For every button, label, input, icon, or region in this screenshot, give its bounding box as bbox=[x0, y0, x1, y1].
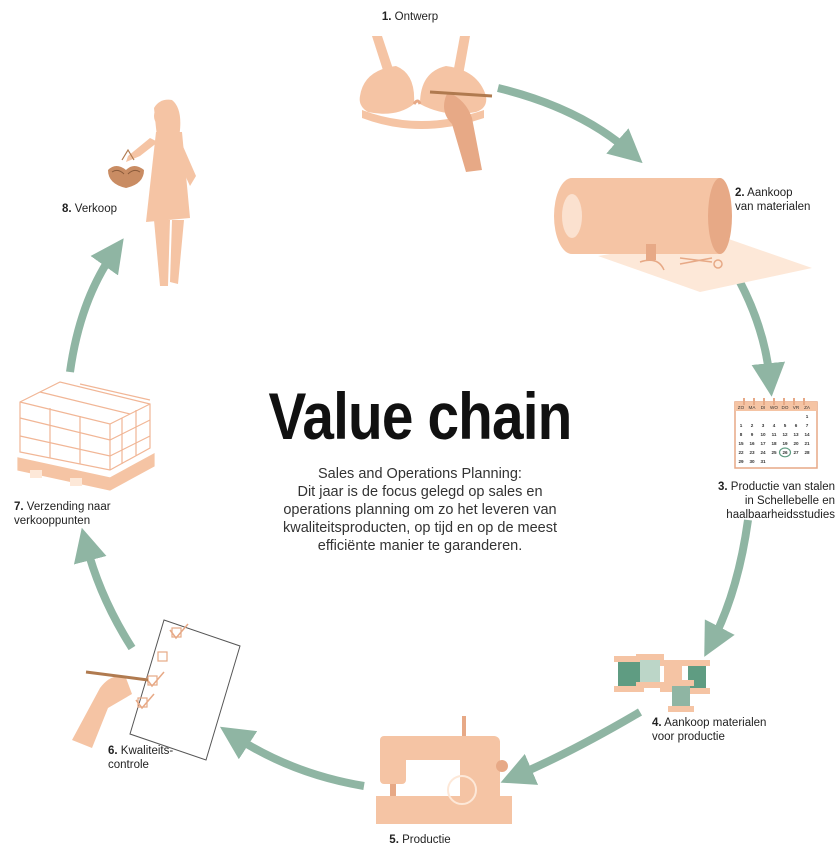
arrow-1-to-2 bbox=[497, 84, 643, 164]
calendar-date: 6 bbox=[795, 423, 798, 428]
calendar-day-header: DI bbox=[761, 405, 766, 410]
step-7-label: 7. Verzending naar verkooppunten bbox=[14, 500, 154, 528]
sewing-machine-icon bbox=[376, 716, 512, 824]
description-line: kwaliteitsproducten, op tijd en op de me… bbox=[282, 520, 558, 536]
calendar-date: 28 bbox=[804, 450, 810, 455]
calendar-date: 11 bbox=[772, 432, 777, 437]
step-text: Productie van stalen bbox=[730, 481, 835, 493]
calendar-date: 3 bbox=[762, 423, 765, 428]
calendar-date: 21 bbox=[804, 441, 810, 446]
step-text: Aankoop materialen bbox=[664, 717, 767, 729]
step-number: 8. bbox=[62, 203, 72, 215]
calendar-date: 7 bbox=[806, 423, 809, 428]
calendar-date: 26 bbox=[782, 450, 788, 455]
step-2-label: 2. Aankoop van materialen bbox=[735, 186, 835, 214]
calendar-date: 18 bbox=[771, 441, 777, 446]
calendar-date: 15 bbox=[738, 441, 744, 446]
description-line: operations planning om zo het leveren va… bbox=[283, 502, 557, 518]
step-4-label: 4. Aankoop materialen voor productie bbox=[652, 716, 792, 744]
calendar-day-header: WO bbox=[770, 405, 778, 410]
step-text: Verzending naar bbox=[26, 501, 111, 513]
step-number: 3. bbox=[718, 481, 728, 493]
arrow-3-to-4 bbox=[704, 519, 752, 657]
step-text: Productie bbox=[402, 834, 451, 846]
step-number: 6. bbox=[108, 745, 118, 757]
fabric-roll-icon bbox=[554, 178, 812, 292]
calendar-day-header: VR bbox=[793, 405, 800, 410]
arrow-2-to-3 bbox=[736, 280, 786, 397]
calendar-date: 12 bbox=[782, 432, 788, 437]
description-line: Sales and Operations Planning: bbox=[318, 466, 522, 482]
calendar-date: 2 bbox=[751, 423, 754, 428]
step-text: Kwaliteits- bbox=[120, 745, 174, 757]
calendar-day-header: ZO bbox=[738, 405, 745, 410]
calendar-date: 13 bbox=[793, 432, 799, 437]
description: Sales and Operations Planning: Dit jaar … bbox=[250, 465, 590, 555]
calendar-date: 29 bbox=[738, 459, 744, 464]
calendar-date: 16 bbox=[749, 441, 755, 446]
checklist-icon bbox=[72, 619, 241, 761]
step-text: Ontwerp bbox=[394, 11, 439, 23]
calendar-date: 1 bbox=[740, 423, 743, 428]
calendar-date: 27 bbox=[793, 450, 799, 455]
calendar-date: 23 bbox=[749, 450, 755, 455]
arrow-4-to-5 bbox=[500, 708, 643, 785]
step-number: 4. bbox=[652, 717, 662, 729]
shopper-icon bbox=[108, 99, 196, 286]
step-5-label: 5. Productie bbox=[360, 833, 480, 847]
step-number: 5. bbox=[389, 834, 399, 846]
description-line: Dit jaar is de focus gelegd op sales en bbox=[297, 484, 543, 500]
calendar-date: 1 bbox=[806, 414, 809, 419]
calendar-date: 9 bbox=[751, 432, 754, 437]
step-1-label: 1. Ontwerp bbox=[360, 10, 460, 24]
bra-design-icon bbox=[359, 36, 493, 172]
cycle-arrows bbox=[66, 84, 786, 790]
calendar-day-header: DO bbox=[782, 405, 789, 410]
calendar-date: 10 bbox=[760, 432, 766, 437]
step-text: controle bbox=[108, 759, 149, 771]
arrow-7-to-8 bbox=[66, 238, 124, 373]
calendar-day-header: MA bbox=[749, 405, 757, 410]
step-number: 7. bbox=[14, 501, 24, 513]
calendar-date: 8 bbox=[740, 432, 743, 437]
calendar-date: 30 bbox=[749, 459, 755, 464]
calendar-date: 31 bbox=[760, 459, 766, 464]
calendar-date: 24 bbox=[760, 450, 766, 455]
calendar-date: 14 bbox=[804, 432, 810, 437]
step-8-label: 8. Verkoop bbox=[62, 202, 162, 216]
calendar-date: 22 bbox=[738, 450, 744, 455]
step-3-label: 3. Productie van stalen in Schellebelle … bbox=[700, 480, 835, 522]
step-text: Aankoop bbox=[747, 187, 793, 199]
thread-spools-icon bbox=[614, 654, 710, 712]
arrow-5-to-6 bbox=[219, 726, 365, 790]
step-text: haalbaarheidsstudies bbox=[726, 509, 835, 521]
calendar-date: 25 bbox=[771, 450, 777, 455]
pallet-boxes-icon bbox=[17, 381, 155, 491]
step-number: 1. bbox=[381, 11, 392, 23]
calendar-date: 17 bbox=[760, 441, 766, 446]
step-text: Verkoop bbox=[74, 203, 117, 215]
calendar-date: 19 bbox=[782, 441, 788, 446]
step-6-label: 6. Kwaliteits- controle bbox=[108, 744, 208, 772]
calendar-highlight-circle bbox=[778, 447, 792, 458]
step-text: van materialen bbox=[735, 201, 811, 213]
page-title: Value chain bbox=[268, 379, 573, 453]
calendar-date: 4 bbox=[773, 423, 776, 428]
step-text: in Schellebelle en bbox=[744, 495, 835, 507]
calendar-day-header: ZA bbox=[804, 405, 811, 410]
calendar-rings bbox=[743, 398, 805, 405]
arrow-6-to-7 bbox=[73, 527, 136, 651]
description-line: efficiënte manier te garanderen. bbox=[317, 538, 523, 554]
calendar-date: 5 bbox=[784, 423, 787, 428]
step-number: 2. bbox=[735, 187, 745, 199]
step-text: voor productie bbox=[652, 731, 725, 743]
calendar-date: 20 bbox=[793, 441, 799, 446]
step-text: verkooppunten bbox=[14, 515, 91, 527]
